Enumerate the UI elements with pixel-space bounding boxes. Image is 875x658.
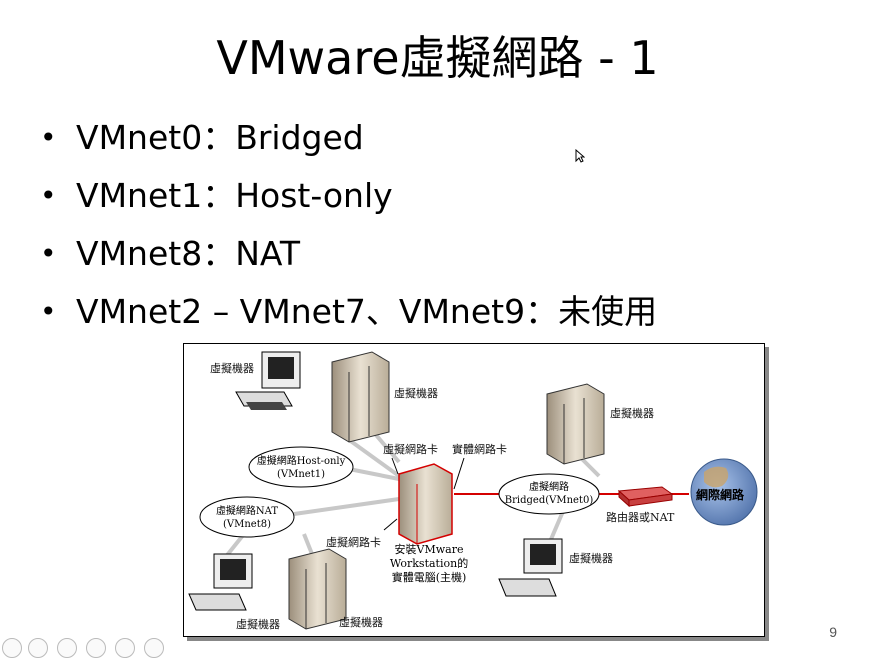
bullet-list: • VMnet0：Bridged • VMnet1：Host-only • VMnet… [40, 118, 657, 350]
page-number: 9 [829, 624, 837, 640]
physical-nic-label: 實體網路卡 [452, 443, 507, 456]
bridged-network-oval [498, 473, 600, 515]
slide-title: VMware虛擬網路 - 1 [216, 31, 659, 85]
pointer-arrows [383, 457, 465, 531]
vm-label: 虛擬機器 [569, 552, 613, 565]
hostonly-network-label: 虛擬網路Host-only (VMnet1) [251, 455, 351, 481]
vm-label: 虛擬機器 [394, 387, 438, 400]
host-line: 安裝VMware [394, 543, 464, 556]
pen-icon[interactable] [57, 638, 77, 658]
vm-label: 虛擬機器 [210, 362, 254, 375]
host-line: 實體電腦(主機) [391, 571, 467, 584]
nat-network-label: 虛擬網路NAT (VMnet8) [202, 505, 292, 531]
bullet-text: VMnet1：Host-only [76, 176, 393, 215]
network-diagram: 虛擬機器 虛擬機器 虛擬機器 虛擬網路卡 實體網路卡 虛擬網路Host-only… [183, 343, 765, 637]
vm-workstation-bottom-left-icon [188, 553, 253, 611]
vm-server-top-right-icon [546, 383, 605, 465]
bridged-line: 虛擬網路 [529, 482, 569, 493]
vm-workstation-bottom-right-icon [498, 538, 563, 597]
bullet-dot: • [40, 295, 57, 328]
host-computer-label: 安裝VMware Workstation的 實體電腦(主機) [384, 543, 474, 585]
internet-label: 網際網路 [696, 488, 745, 502]
bullet-item: • VMnet1：Host-only [40, 176, 657, 234]
bullet-text: VMnet8：NAT [76, 234, 301, 273]
virtual-nic-label: 虛擬網路卡 [326, 536, 381, 549]
hostonly-line: (VMnet1) [276, 469, 325, 480]
bridged-line: Bridged(VMnet0) [504, 495, 594, 506]
bullet-dot: • [40, 179, 57, 212]
nat-line: (VMnet8) [222, 519, 271, 530]
hostonly-line: 虛擬網路Host-only [256, 456, 346, 467]
bullet-text: VMnet0：Bridged [76, 118, 364, 157]
nat-network-oval [199, 496, 295, 538]
previous-slide-icon[interactable] [2, 638, 22, 658]
hostonly-network-oval [248, 446, 354, 488]
virtual-nic-label: 虛擬網路卡 [383, 443, 438, 456]
bullet-item: • VMnet2 – VMnet7、VMnet9：未使用 [40, 292, 657, 350]
bullet-dot: • [40, 121, 57, 154]
vm-label: 虛擬機器 [339, 616, 383, 629]
router-label: 路由器或NAT [606, 511, 675, 524]
host-computer-icon [398, 463, 453, 545]
bullet-item: • VMnet0：Bridged [40, 118, 657, 176]
slides-grid-icon[interactable] [86, 638, 106, 658]
slideshow-toolbar [0, 638, 170, 658]
vm-workstation-top-left-icon [235, 351, 301, 410]
bullet-text: VMnet2 – VMnet7、VMnet9：未使用 [76, 292, 658, 331]
vm-server-bottom-mid-icon [288, 548, 347, 630]
zoom-icon[interactable] [115, 638, 135, 658]
network-diagram-graphic [188, 351, 758, 630]
nat-line: 虛擬網路NAT [215, 506, 279, 517]
bullet-dot: • [40, 237, 57, 270]
vm-label: 虛擬機器 [236, 618, 280, 631]
mouse-cursor-icon [575, 149, 585, 163]
vm-server-top-mid-icon [331, 351, 390, 443]
router-icon [617, 486, 674, 508]
next-slide-icon[interactable] [28, 638, 48, 658]
bullet-item: • VMnet8：NAT [40, 234, 657, 292]
host-line: Workstation的 [389, 557, 469, 570]
bridged-network-label: 虛擬網路 Bridged(VMnet0) [499, 481, 599, 507]
vm-label: 虛擬機器 [610, 407, 654, 420]
more-options-icon[interactable] [144, 638, 164, 658]
